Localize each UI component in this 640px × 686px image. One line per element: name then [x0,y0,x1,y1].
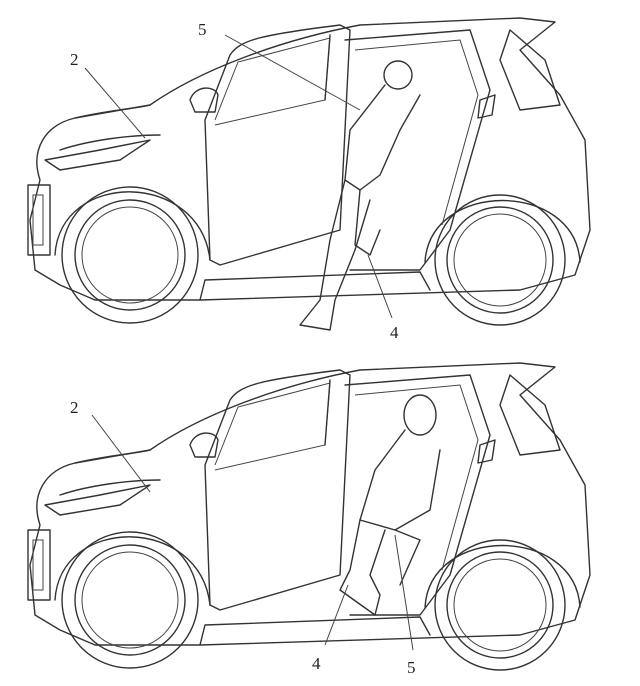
person-seated [339,394,441,616]
label-vehicle-body: 2 [70,398,79,417]
label-vehicle-body: 2 [70,50,79,69]
leader-line-2 [91,414,151,493]
leader-line-5 [224,34,361,111]
figure-seated-in-vehicle: 2 4 5 [27,362,591,677]
leader-line-4 [367,254,393,319]
label-floor: 4 [312,654,321,673]
figure-exiting-vehicle: 2 5 4 [27,17,591,342]
leader-line-2 [84,67,146,139]
vehicle-outline [27,17,591,326]
label-person: 5 [198,20,207,39]
vehicle-outline [27,362,591,671]
label-person: 5 [407,658,416,677]
label-floor: 4 [390,323,399,342]
leader-line-4 [324,584,349,646]
leader-line-5 [394,534,414,651]
person-exiting [299,60,421,331]
